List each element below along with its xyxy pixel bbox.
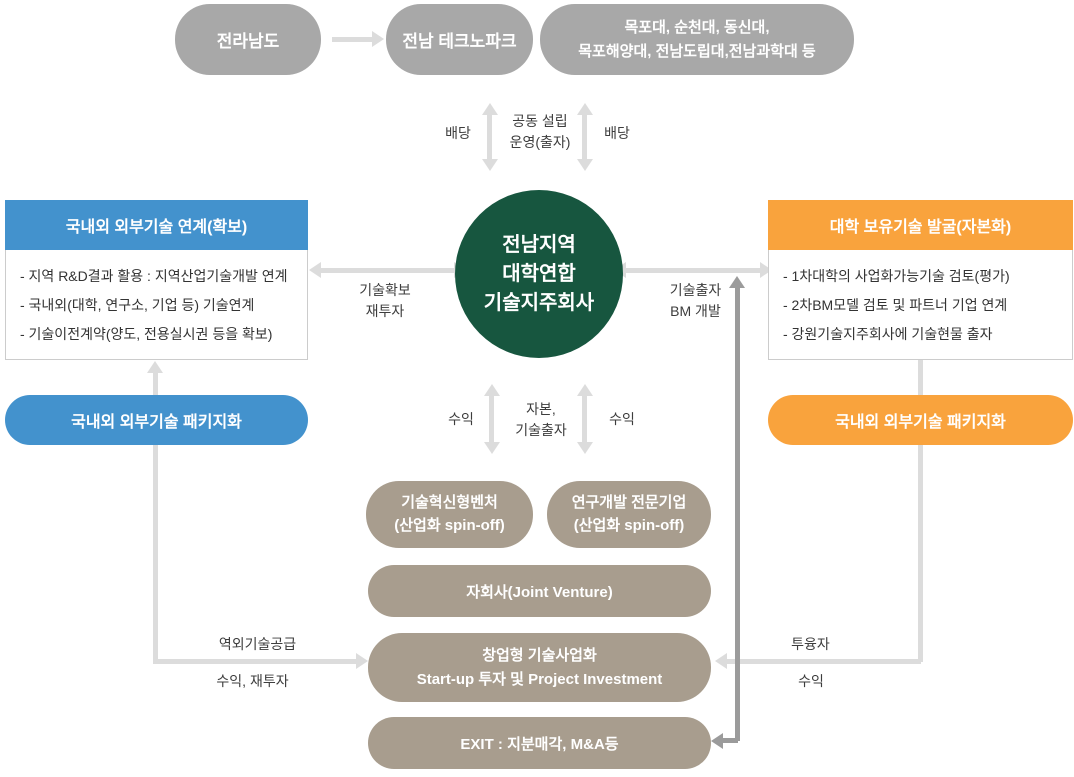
connector-left-pill-down-line (153, 445, 158, 662)
label-dividend-right: 배당 (604, 125, 630, 141)
label-investment-loan: 투융자 (791, 636, 830, 652)
arrow-dividend-left-up-icon (482, 103, 498, 115)
arrow-profit-left-down-icon (484, 442, 500, 454)
arrow-tech-invest-line (625, 268, 761, 273)
right-panel-body: - 1차대학의 사업화가능기술 검토(평가) - 2차BM모델 검토 및 파트너… (768, 250, 1073, 360)
connector-right-to-startup-line (727, 659, 921, 664)
arrow-exit-feedback-up-icon (729, 276, 745, 288)
arrow-province-to-technopark-line (332, 37, 372, 42)
arrow-left-pill-up-icon (147, 361, 163, 373)
right-panel-item: - 강원기술지주회사에 기술현물 출자 (783, 326, 993, 342)
right-panel-item: - 2차BM모델 검토 및 파트너 기업 연계 (783, 297, 1008, 313)
left-panel-item: - 기술이전계약(양도, 전용실시권 등을 확보) (20, 326, 273, 342)
label-tech-secure-reinvest: 기술확보 재투자 (359, 282, 411, 319)
right-packaging-pill: 국내외 외부기술 패키지화 (768, 395, 1073, 445)
label-profit-left: 수익 (448, 411, 474, 427)
arrow-province-to-technopark-head-icon (372, 31, 384, 47)
arrow-right-to-startup-head-icon (715, 653, 727, 669)
connector-left-to-startup-line (153, 659, 356, 664)
arrow-dividend-right-up-icon (577, 103, 593, 115)
left-panel-body: - 지역 R&D결과 활용 : 지역산업기술개발 연계 - 국내외(대학, 연구… (5, 250, 308, 360)
box-exit: EXIT : 지분매각, M&A등 (368, 717, 711, 769)
label-profit-bottom-right: 수익 (798, 673, 824, 689)
arrow-profit-left-line (489, 395, 494, 443)
label-profit-reinvest: 수익, 재투자 (216, 673, 289, 689)
connector-exit-feedback-line (735, 288, 740, 741)
label-offsite-tech-supply: 역외기술공급 (218, 636, 297, 652)
arrow-profit-right-down-icon (577, 442, 593, 454)
label-capital-tech-invest: 자본, 기술출자 (515, 401, 567, 438)
connector-right-panel-down-line (918, 360, 923, 662)
arrow-dividend-right-down-icon (577, 159, 593, 171)
arrow-tech-secure-left-icon (309, 262, 321, 278)
box-jeollanamdo: 전라남도 (175, 4, 321, 75)
label-tech-invest-bm: 기술출자 BM 개발 (669, 282, 722, 319)
arrow-left-to-startup-head-icon (356, 653, 368, 669)
box-member-universities: 목포대, 순천대, 동신대, 목포해양대, 전남도립대,전남과학대 등 (540, 4, 854, 75)
box-startup-commercialization: 창업형 기술사업화 Start-up 투자 및 Project Investme… (368, 633, 711, 702)
arrow-tech-secure-line (320, 268, 455, 273)
arrow-exit-feedback-left-icon (711, 733, 723, 749)
left-panel-item: - 지역 R&D결과 활용 : 지역산업기술개발 연계 (20, 268, 288, 284)
left-packaging-pill: 국내외 외부기술 패키지화 (5, 395, 308, 445)
left-panel-title: 국내외 외부기술 연계(확보) (5, 200, 308, 250)
box-tech-innovation-venture: 기술혁신형벤처 (산업화 spin-off) (366, 481, 533, 548)
label-dividend-left: 배당 (445, 125, 471, 141)
box-rnd-company: 연구개발 전문기업 (산업화 spin-off) (547, 481, 711, 548)
arrow-dividend-left-down-icon (482, 159, 498, 171)
left-panel-item: - 국내외(대학, 연구소, 기업 등) 기술연계 (20, 297, 255, 313)
connector-exit-feedback-bottom-line (723, 738, 738, 743)
arrow-dividend-right-line (582, 114, 587, 160)
arrow-left-pill-up-line (153, 372, 158, 395)
arrow-profit-left-up-icon (484, 384, 500, 396)
label-joint-establishment: 공동 설립 운영(출자) (509, 113, 571, 150)
circle-jeonnam-tech-holding-company: 전남지역 대학연합 기술지주회사 (455, 190, 623, 358)
box-joint-venture-subsidiary: 자회사(Joint Venture) (368, 565, 711, 617)
right-panel-item: - 1차대학의 사업화가능기술 검토(평가) (783, 268, 1010, 284)
arrow-profit-right-up-icon (577, 384, 593, 396)
arrow-profit-right-line (582, 395, 587, 443)
label-profit-right: 수익 (609, 411, 635, 427)
right-panel-title: 대학 보유기술 발굴(자본화) (768, 200, 1073, 250)
box-jeonnam-technopark: 전남 테크노파크 (386, 4, 533, 75)
arrow-dividend-left-line (487, 114, 492, 160)
